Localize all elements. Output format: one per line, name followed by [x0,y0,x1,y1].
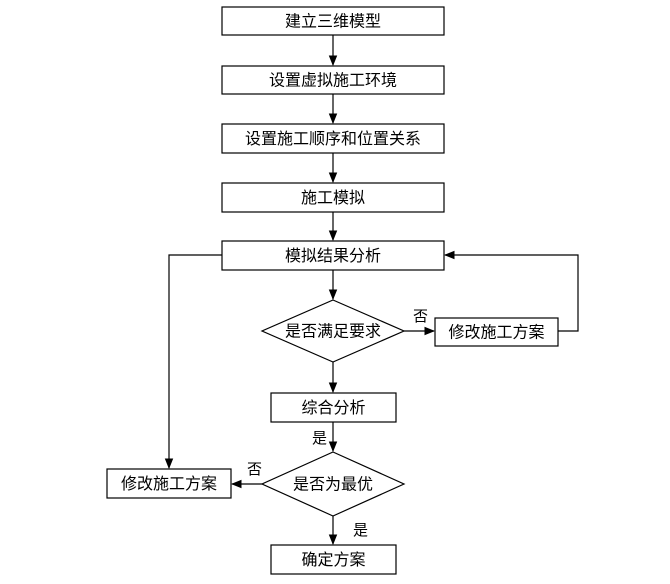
node-build-model-label: 建立三维模型 [285,12,381,31]
node-comprehensive-analysis-label: 综合分析 [301,398,365,417]
node-analyze-results: 模拟结果分析 [221,240,445,271]
decision-is-optimal-label: 是否为最优 [293,475,373,494]
node-sequence-label: 设置施工顺序和位置关系 [245,129,421,148]
node-simulate-label: 施工模拟 [301,188,365,207]
edge-label-yes-bottom: 是 [353,521,368,539]
edge-label-yes-middle: 是 [312,429,327,447]
node-modify-plan-left: 修改施工方案 [106,468,232,499]
node-sequence: 设置施工顺序和位置关系 [221,123,445,154]
edge-label-no-left: 否 [247,460,262,478]
node-analyze-results-label: 模拟结果分析 [285,246,381,265]
decision-is-optimal: 是否为最优 [260,451,406,517]
node-comprehensive-analysis: 综合分析 [270,392,397,423]
node-virtual-env: 设置虚拟施工环境 [221,65,445,95]
node-build-model: 建立三维模型 [221,6,445,36]
node-modify-plan-right-label: 修改施工方案 [448,323,544,342]
node-simulate: 施工模拟 [221,182,445,213]
node-confirm-plan-label: 确定方案 [301,550,365,569]
edge-analyze-to-modify-left [164,254,222,470]
node-virtual-env-label: 设置虚拟施工环境 [269,71,397,90]
node-modify-plan-left-label: 修改施工方案 [121,474,217,493]
node-confirm-plan: 确定方案 [270,544,397,575]
decision-meets-requirements: 是否满足要求 [260,299,406,363]
edge-modify-loop-back [443,250,579,332]
edge-label-no-right: 否 [413,307,428,325]
decision-meets-requirements-label: 是否满足要求 [285,322,381,341]
node-modify-plan-right: 修改施工方案 [434,317,559,347]
